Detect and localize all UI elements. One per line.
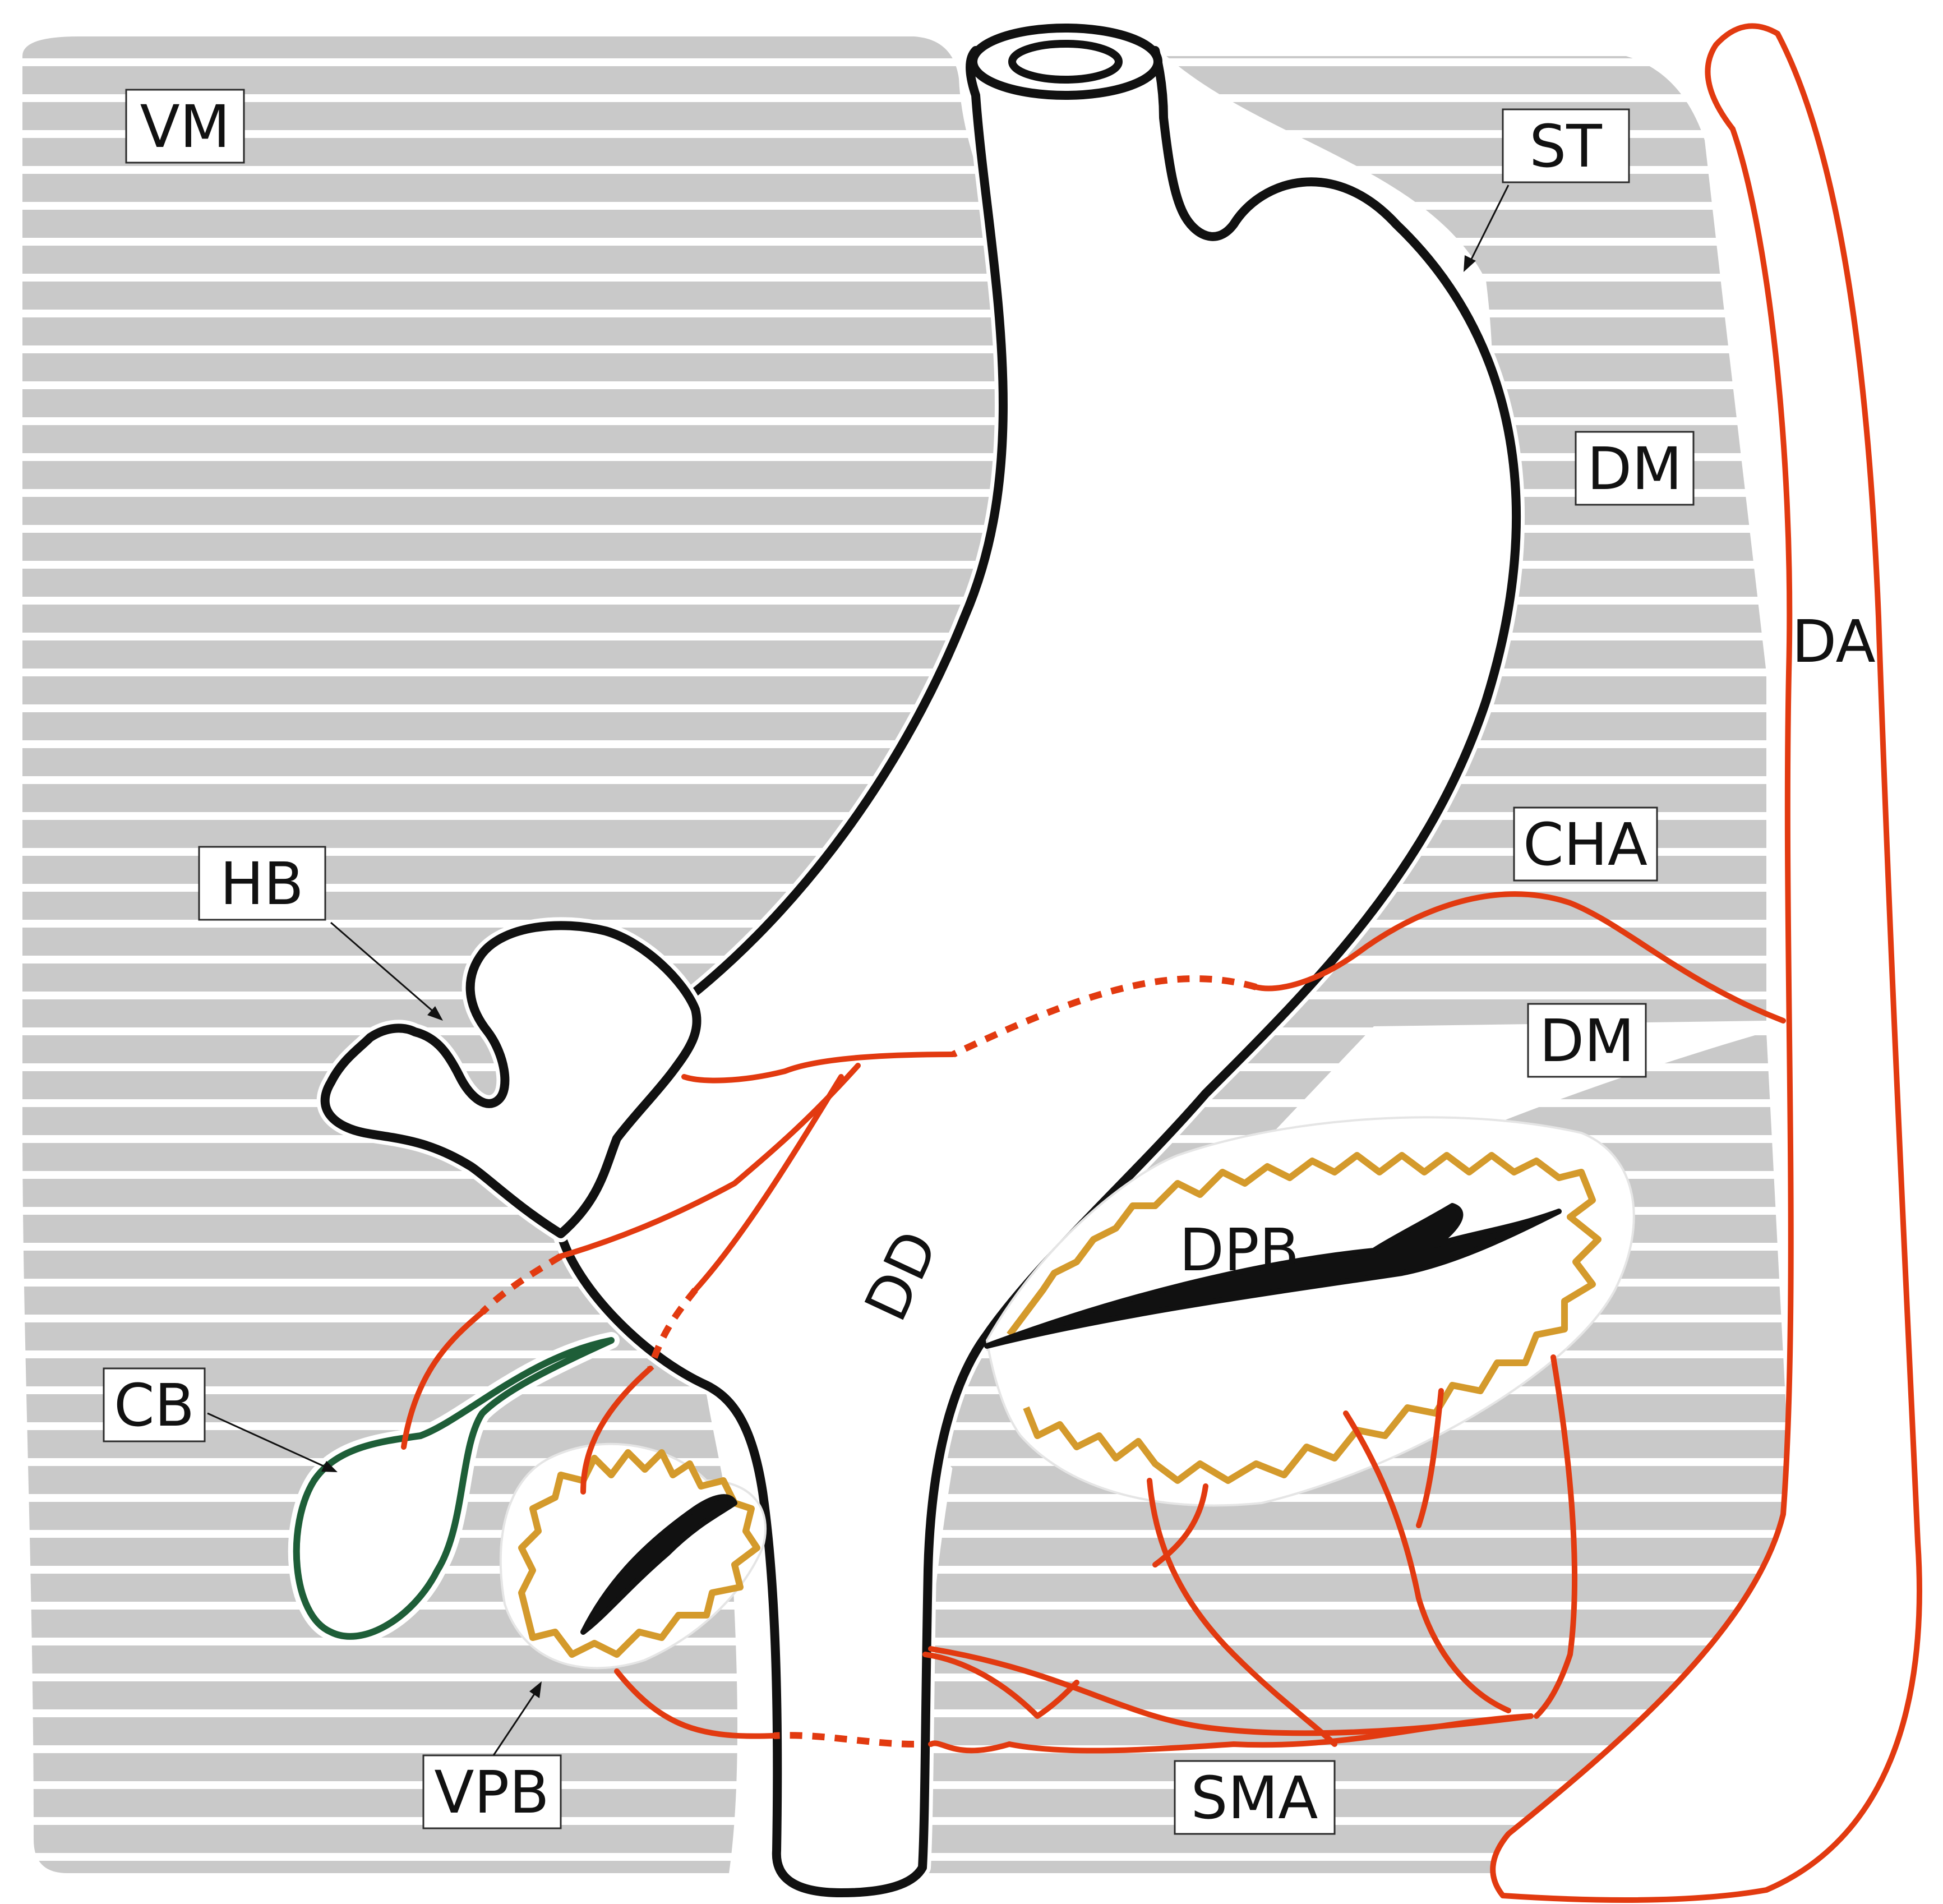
label-cb-text: CB [114, 1371, 195, 1440]
label-vpb: VPB [422, 1754, 562, 1829]
pointer-cb [207, 1412, 338, 1472]
pancreatic-artery-5 [1534, 1354, 1578, 1719]
label-da-text: DA [1792, 607, 1875, 676]
ventral-pancreatic-bud [518, 1449, 760, 1658]
sma-loop [922, 1652, 1079, 1719]
pointer-st [1464, 185, 1510, 272]
hepatic-artery-branch-upper [681, 1052, 956, 1084]
common-hepatic-artery [1253, 891, 1786, 1024]
hepatic-artery-branch-lower-end [580, 1366, 653, 1495]
label-dm-lower: DM [1527, 1003, 1647, 1078]
label-cha: CHA [1513, 806, 1658, 882]
hepatic-bud [320, 921, 701, 1238]
label-hb: HB [198, 846, 326, 921]
pointer-vpb [492, 1681, 542, 1756]
hepatic-artery-branch-lower [693, 1074, 844, 1293]
pancreatic-artery-2 [1152, 1483, 1208, 1568]
dorsal-pancreatic-bud [1007, 1152, 1602, 1484]
sma-hidden-segment [773, 1732, 915, 1748]
pancreatic-artery-3 [1343, 1410, 1511, 1713]
hepatic-artery-branch-cystic [401, 1310, 485, 1450]
label-vm: VM [125, 89, 245, 164]
pancreatic-artery-4 [1416, 1388, 1444, 1528]
label-sma: SMA [1174, 1760, 1336, 1835]
dorsal-pancreatic-bud-zone [985, 1116, 1635, 1507]
label-st: ST [1502, 108, 1630, 183]
sma-branch-to-vpb [614, 1668, 777, 1739]
common-hepatic-artery-hidden [952, 975, 1257, 1058]
dorsal-mesentery-upper [897, 56, 1766, 1469]
pancreatic-artery-1 [1147, 1478, 1337, 1747]
hepatic-artery-branch-hidden [479, 1253, 563, 1315]
label-sma-text: SMA [1191, 1764, 1318, 1832]
label-dpb-text: DPB [1179, 1216, 1299, 1284]
sma-branch-lower [1007, 1713, 1534, 1754]
hepatic-artery-branch-lower-hidden [647, 1288, 698, 1370]
ventral-pancreatic-duct [580, 1494, 737, 1635]
label-dm-lower-text: DM [1539, 1007, 1635, 1075]
label-cha-text: CHA [1523, 810, 1647, 879]
label-vpb-text: VPB [434, 1758, 549, 1827]
dorsal-aorta [1490, 23, 1922, 1903]
sma-branch-vpb [928, 1740, 1012, 1754]
label-vm-text: VM [140, 93, 230, 161]
dorsal-pancreatic-duct [984, 1203, 1562, 1349]
label-st-text: ST [1529, 112, 1602, 181]
label-cb: CB [103, 1367, 206, 1442]
pointer-hb [330, 921, 443, 1021]
hepatic-artery-branch-mid [558, 1063, 861, 1259]
label-hb-text: HB [220, 850, 304, 918]
esophagus-opening-inner [1008, 40, 1123, 84]
label-dm-upper: DM [1575, 431, 1695, 506]
label-dm-upper-text: DM [1587, 435, 1682, 503]
cystic-bud [293, 1337, 615, 1640]
